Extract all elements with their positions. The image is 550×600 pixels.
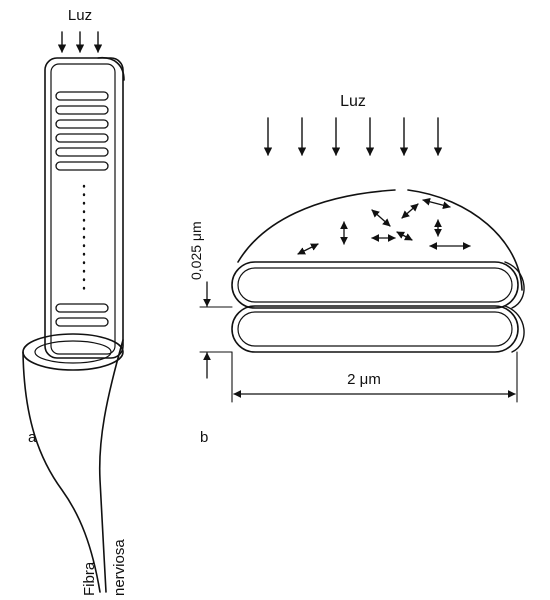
thickness-label: 0,025 μm — [188, 221, 204, 280]
panel-b-light-arrows — [263, 117, 443, 156]
thickness-dimension: 0,025 μm — [188, 221, 233, 379]
panel-a: Luz — [22, 7, 128, 596]
double-arrow — [396, 231, 413, 241]
membrane-disc — [55, 133, 109, 143]
membrane-disc — [55, 91, 109, 101]
dome-membrane-right — [407, 189, 523, 291]
membrane-disc — [55, 119, 109, 129]
disc-lower-rim — [504, 305, 525, 353]
panel-b: Luz — [188, 93, 525, 446]
fiber-label-line1: Fibra — [81, 561, 98, 596]
panel-b-light-label: Luz — [340, 93, 366, 110]
inner-segment-left-edge — [22, 351, 101, 593]
disc-stack-top — [55, 91, 109, 171]
width-label: 2 μm — [347, 371, 381, 388]
molecule-arrows — [297, 197, 471, 255]
outer-segment-rim — [97, 56, 125, 81]
outer-segment-inner-wall — [50, 63, 116, 355]
disc-upper-outer — [231, 261, 519, 309]
disc-upper-inner — [237, 267, 513, 303]
disc-pair — [231, 261, 525, 353]
rod-outer-segment — [44, 56, 125, 359]
double-arrow — [297, 243, 319, 255]
disc-lower-inner — [237, 311, 513, 347]
dome-membrane-left — [237, 189, 396, 263]
disc-upper-rim — [504, 261, 525, 309]
panel-b-letter: b — [200, 429, 208, 446]
fiber-label-line2: nerviosa — [111, 539, 128, 596]
membrane-disc — [55, 317, 109, 327]
membrane-disc — [55, 161, 109, 171]
rod-inner-segment — [22, 333, 124, 593]
disc-lower-outer — [231, 305, 519, 353]
membrane-disc — [55, 303, 109, 313]
double-arrow — [422, 197, 451, 210]
disc-stack-bottom — [55, 303, 109, 327]
inner-segment-cap — [22, 333, 124, 371]
outer-segment-wall — [44, 57, 124, 359]
double-arrow — [401, 203, 419, 219]
inner-segment-cap-inner — [34, 340, 112, 364]
panel-a-light-arrows — [57, 31, 103, 53]
membrane-disc — [55, 147, 109, 157]
membrane-disc — [55, 105, 109, 115]
panel-a-letter: a — [28, 429, 37, 446]
width-dimension: 2 μm — [231, 351, 518, 403]
panel-a-light-label: Luz — [68, 7, 92, 24]
double-arrow — [371, 209, 391, 227]
inner-segment-right-edge — [98, 339, 124, 593]
